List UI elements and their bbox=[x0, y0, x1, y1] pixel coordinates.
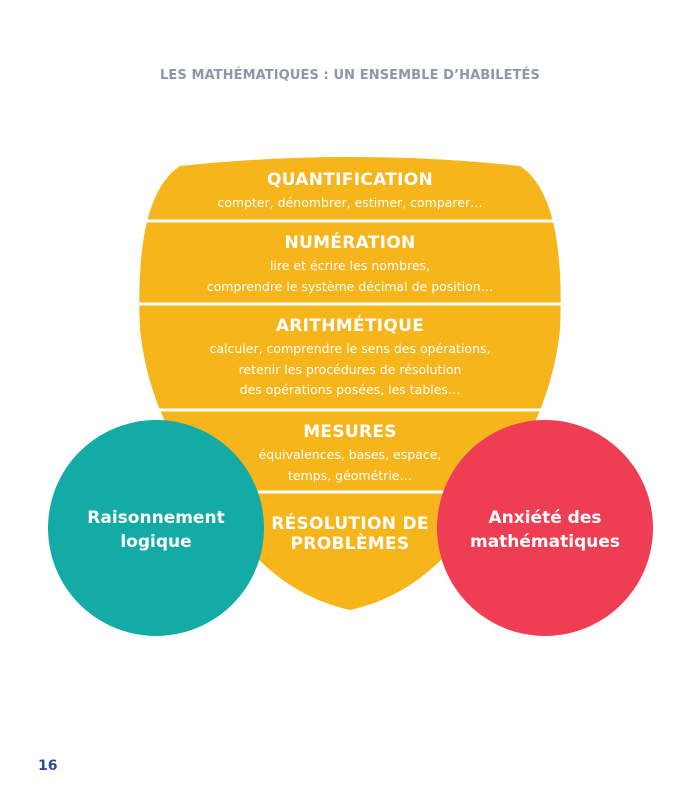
layer-arithmetique: ARITHMÉTIQUE calculer, comprendre le sen… bbox=[180, 316, 520, 401]
layer-quantification: QUANTIFICATION compter, dénombrer, estim… bbox=[180, 170, 520, 214]
layer-line: temps, géométrie… bbox=[287, 467, 412, 483]
layer-numeration: NUMÉRATION lire et écrire les nombres, c… bbox=[180, 233, 520, 297]
layer-line: compter, dénombrer, estimer, comparer… bbox=[217, 195, 483, 210]
layer-line: retenir les procédures de résolution bbox=[238, 361, 462, 377]
layer-title: RÉSOLUTION DE PROBLÈMES bbox=[180, 514, 520, 554]
reasoning-circle bbox=[48, 420, 264, 636]
anxiety-circle bbox=[437, 420, 653, 636]
page-number: 16 bbox=[38, 758, 58, 774]
page-title: LES MATHÉMATIQUES : UN ENSEMBLE D’HABILE… bbox=[160, 68, 540, 83]
layer-description: lire et écrire les nombres, comprendre l… bbox=[180, 256, 520, 297]
layer-title: MESURES bbox=[303, 422, 397, 442]
layer-title-line: RÉSOLUTION DE bbox=[271, 514, 429, 534]
circle-label-line: Raisonnement bbox=[87, 508, 225, 528]
layer-title: QUANTIFICATION bbox=[266, 170, 434, 190]
layer-description: compter, dénombrer, estimer, comparer… bbox=[180, 193, 520, 214]
reasoning-label: Raisonnement logique bbox=[66, 506, 246, 554]
layer-resolution-problemes: RÉSOLUTION DE PROBLÈMES bbox=[180, 514, 520, 554]
layer-description: calculer, comprendre le sens des opérati… bbox=[180, 339, 520, 401]
layer-line: des opérations posées, les tables… bbox=[239, 382, 461, 397]
layer-line: comprendre le système décimal de positio… bbox=[206, 278, 494, 294]
layer-title: NUMÉRATION bbox=[284, 233, 416, 253]
layer-line: calculer, comprendre le sens des opérati… bbox=[209, 341, 491, 356]
layer-title-line: PROBLÈMES bbox=[290, 534, 410, 554]
circle-label-line: Anxiété des bbox=[488, 508, 602, 528]
anxiety-label: Anxiété des mathématiques bbox=[455, 506, 635, 554]
layer-mesures: MESURES équivalences, bases, espace, tem… bbox=[180, 422, 520, 486]
circle-label-line: logique bbox=[120, 532, 192, 552]
layer-title: ARITHMÉTIQUE bbox=[275, 316, 425, 336]
layer-line: équivalences, bases, espace, bbox=[258, 447, 442, 462]
circle-label-line: mathématiques bbox=[469, 532, 620, 552]
layer-line: lire et écrire les nombres, bbox=[269, 258, 431, 273]
layer-description: équivalences, bases, espace, temps, géom… bbox=[180, 445, 520, 486]
